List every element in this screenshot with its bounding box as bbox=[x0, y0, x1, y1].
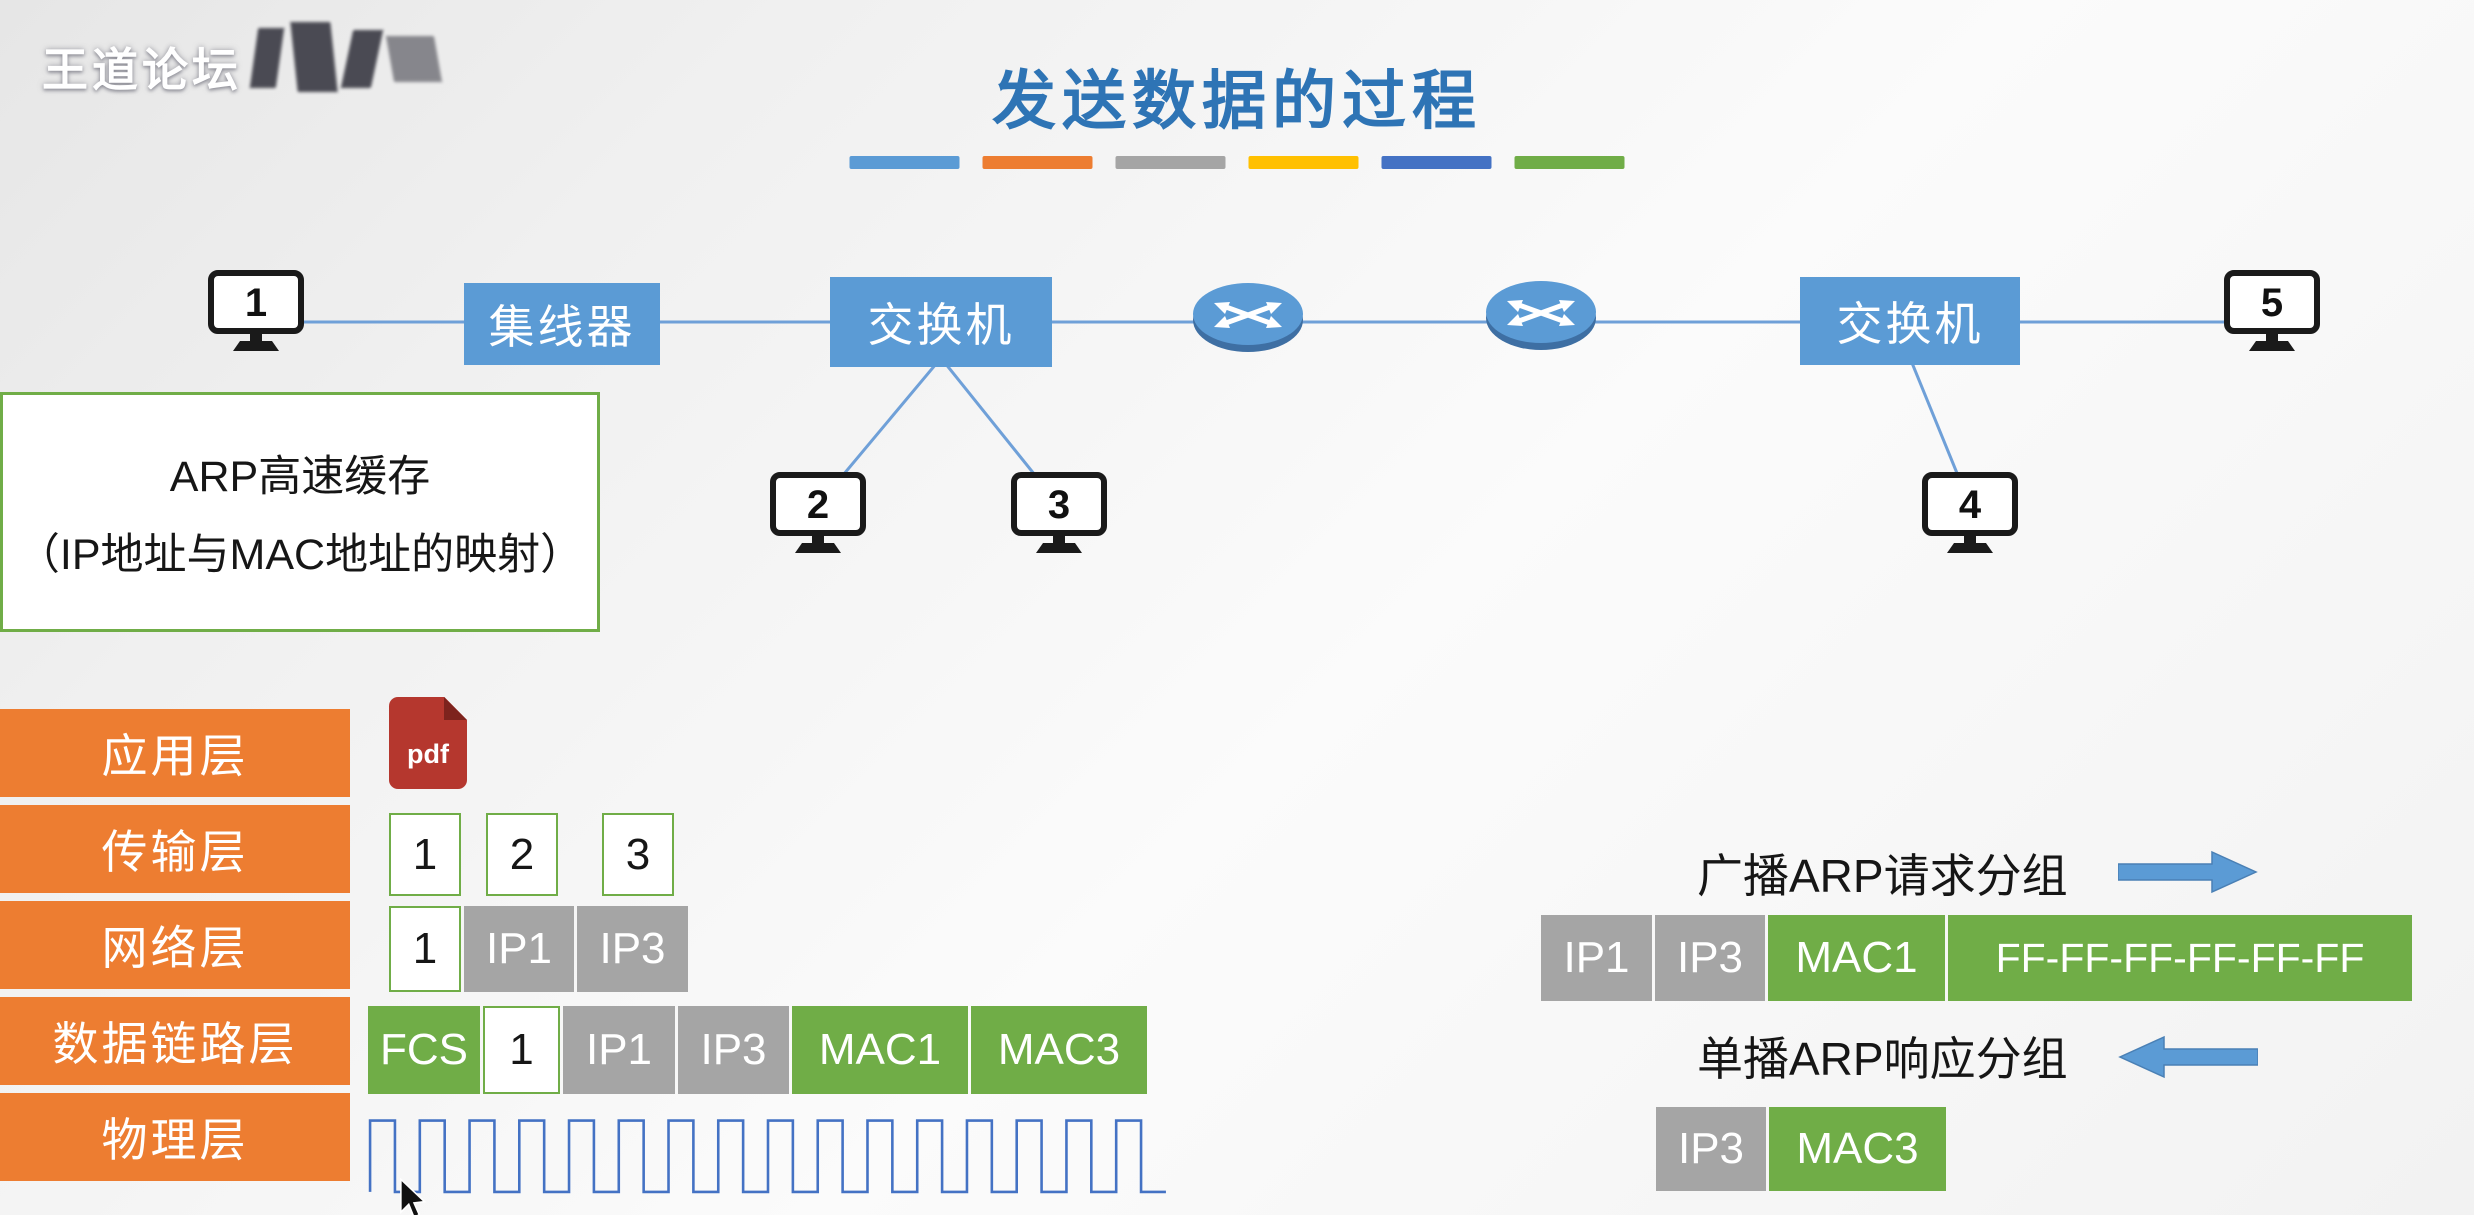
divider-dash-2 bbox=[982, 156, 1093, 169]
host-computer-1: 1 bbox=[206, 268, 306, 365]
transport-segments-row: 1 2 3 bbox=[389, 813, 674, 896]
segment-cell: 2 bbox=[486, 813, 558, 896]
arp-response-caption: 单播ARP响应分组 bbox=[1697, 1033, 2068, 1085]
arp-cache-note-line1: ARP高速缓存 bbox=[169, 453, 431, 501]
frame-cell: 1 bbox=[483, 1006, 560, 1094]
packet-cell: IP3 bbox=[577, 906, 688, 992]
host-computer-2: 2 bbox=[768, 470, 868, 567]
layer-datalink: 数据链路层 bbox=[0, 997, 350, 1085]
watermark-artifact bbox=[385, 36, 443, 82]
arp-request-caption: 广播ARP请求分组 bbox=[1697, 850, 2068, 902]
arp-cell: FF-FF-FF-FF-FF-FF bbox=[1948, 915, 2412, 1001]
host-computer-3: 3 bbox=[1009, 470, 1109, 567]
arp-cell: IP3 bbox=[1655, 915, 1765, 1001]
segment-cell: 3 bbox=[602, 813, 674, 896]
host-computer-5: 5 bbox=[2222, 268, 2322, 365]
watermark-artifact bbox=[290, 22, 338, 92]
frame-cell: IP3 bbox=[678, 1006, 789, 1094]
pdf-fold-corner bbox=[444, 697, 467, 720]
monitor-icon: 4 bbox=[1922, 472, 2018, 553]
router-icon-1 bbox=[1192, 281, 1304, 358]
monitor-icon: 5 bbox=[2224, 270, 2320, 351]
divider-dash-6 bbox=[1514, 156, 1625, 169]
pdf-file-icon: pdf bbox=[389, 697, 467, 789]
frame-cell: MAC3 bbox=[971, 1006, 1147, 1094]
segment-cell: 1 bbox=[389, 813, 461, 896]
divider-dash-5 bbox=[1381, 156, 1492, 169]
host-number: 5 bbox=[2261, 281, 2283, 325]
packet-cell: 1 bbox=[389, 906, 461, 992]
arp-cache-note: ARP高速缓存 （IP地址与MAC地址的映射） bbox=[0, 392, 600, 632]
arrow-left-icon bbox=[2118, 1035, 2258, 1079]
frame-cell: FCS bbox=[368, 1006, 480, 1094]
host-number: 3 bbox=[1048, 483, 1070, 527]
divider-dash-3 bbox=[1115, 156, 1226, 169]
layer-physical: 物理层 bbox=[0, 1093, 350, 1181]
layer-network: 网络层 bbox=[0, 901, 350, 989]
arp-cell: MAC1 bbox=[1768, 915, 1945, 1001]
arp-request-row: IP1 IP3 MAC1 FF-FF-FF-FF-FF-FF bbox=[1541, 915, 2412, 1001]
router-icon-2 bbox=[1485, 279, 1597, 356]
arp-cell: IP1 bbox=[1541, 915, 1652, 1001]
arp-response-row: IP3 MAC3 bbox=[1656, 1107, 1946, 1191]
switch2-box: 交换机 bbox=[1800, 277, 2020, 365]
pdf-label: pdf bbox=[407, 739, 449, 769]
switch1-box: 交换机 bbox=[830, 277, 1052, 367]
packet-cell: IP1 bbox=[464, 906, 574, 992]
mouse-cursor bbox=[400, 1178, 427, 1215]
host-computer-4: 4 bbox=[1920, 470, 2020, 567]
divider-dash-1 bbox=[849, 156, 960, 169]
layer-application: 应用层 bbox=[0, 709, 350, 797]
host-number: 2 bbox=[807, 483, 829, 527]
square-wave-signal bbox=[368, 1119, 1166, 1194]
network-packet-row: 1 IP1 IP3 bbox=[389, 906, 688, 992]
brand-watermark: 王道论坛 bbox=[42, 44, 242, 96]
datalink-frame-row: FCS 1 IP1 IP3 MAC1 MAC3 bbox=[368, 1006, 1147, 1094]
arp-cell: IP3 bbox=[1656, 1107, 1766, 1191]
monitor-icon: 3 bbox=[1011, 472, 1107, 553]
host-number: 1 bbox=[245, 281, 267, 325]
arp-cache-note-line2: （IP地址与MAC地址的映射） bbox=[16, 531, 584, 579]
arp-cell: MAC3 bbox=[1769, 1107, 1946, 1191]
monitor-icon: 1 bbox=[208, 270, 304, 351]
frame-cell: IP1 bbox=[563, 1006, 675, 1094]
title-divider bbox=[849, 156, 1625, 169]
layer-transport: 传输层 bbox=[0, 805, 350, 893]
arrow-right-icon bbox=[2118, 850, 2258, 894]
slide-title: 发送数据的过程 bbox=[992, 64, 1482, 139]
monitor-icon: 2 bbox=[770, 472, 866, 553]
hub-box: 集线器 bbox=[464, 283, 660, 365]
frame-cell: MAC1 bbox=[792, 1006, 968, 1094]
divider-dash-4 bbox=[1248, 156, 1359, 169]
host-number: 4 bbox=[1959, 483, 1982, 527]
